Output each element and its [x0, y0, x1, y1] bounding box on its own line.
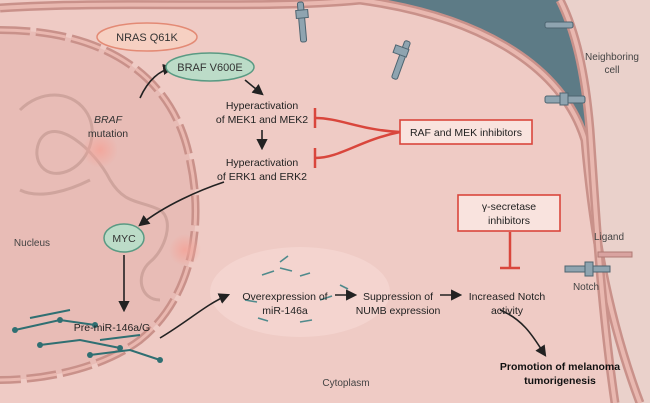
pathway-arrows: [118, 63, 547, 357]
inhibitor-lines: [313, 108, 520, 270]
ligand-label: Ligand: [594, 232, 624, 243]
numb-line1: Suppression of: [363, 291, 433, 303]
glow-spot: [169, 234, 201, 266]
pre-mirna-strands: [14, 309, 161, 361]
myc-node: [103, 223, 145, 253]
myc-label: MYC: [112, 233, 136, 245]
nras-label: NRAS Q61K: [116, 32, 178, 44]
erk-line1: Hyperactivation: [226, 157, 299, 169]
notch-activity-line2: activity: [491, 305, 524, 317]
nras-node: [96, 22, 198, 52]
mek-line2: of MEK1 and MEK2: [216, 114, 308, 126]
gamma-line2: inhibitors: [488, 215, 530, 227]
membrane-receptors: [295, 1, 586, 106]
overexp-line2: miR-146a: [262, 305, 308, 317]
braf-node: [165, 52, 255, 82]
ligand: [597, 251, 633, 258]
notch-label: Notch: [573, 282, 599, 293]
pre-mirna-beads: [12, 317, 163, 363]
dna-strand: [18, 93, 169, 302]
neighboring-line2: cell: [604, 65, 619, 76]
gamma-secretase-box: [457, 194, 561, 232]
notch-receptor: [564, 261, 611, 277]
notch-activity-line1: Increased Notch: [469, 291, 546, 303]
promotion-line2: tumorigenesis: [524, 375, 596, 387]
mek-line1: Hyperactivation: [226, 100, 299, 112]
mirna-cloud: [210, 247, 390, 337]
raf-mek-inhibitors-box: [399, 119, 533, 145]
overexp-line1: Overexpression of: [242, 291, 327, 303]
neighboring-line1: Neighboring: [585, 52, 639, 63]
mutation-label: mutation: [88, 128, 128, 140]
glow-spot: [82, 132, 118, 168]
nucleus: [0, 30, 196, 380]
nucleus-label: Nucleus: [14, 238, 50, 249]
erk-line2: of ERK1 and ERK2: [217, 171, 307, 183]
mirna-fragments: [244, 255, 349, 323]
braf-protein-label: BRAF V600E: [177, 62, 242, 74]
neighboring-cell: [560, 0, 650, 403]
braf-gene-label: BRAF: [94, 114, 123, 126]
numb-line2: NUMB expression: [356, 305, 441, 317]
cytoplasm-label: Cytoplasm: [322, 378, 369, 389]
promotion-line1: Promotion of melanoma: [500, 361, 620, 373]
premir-label: Pre-miR-146a/G: [74, 322, 150, 334]
raf-mek-inhibitors-label: RAF and MEK inhibitors: [410, 127, 522, 139]
gamma-line1: γ-secretase: [482, 201, 536, 213]
